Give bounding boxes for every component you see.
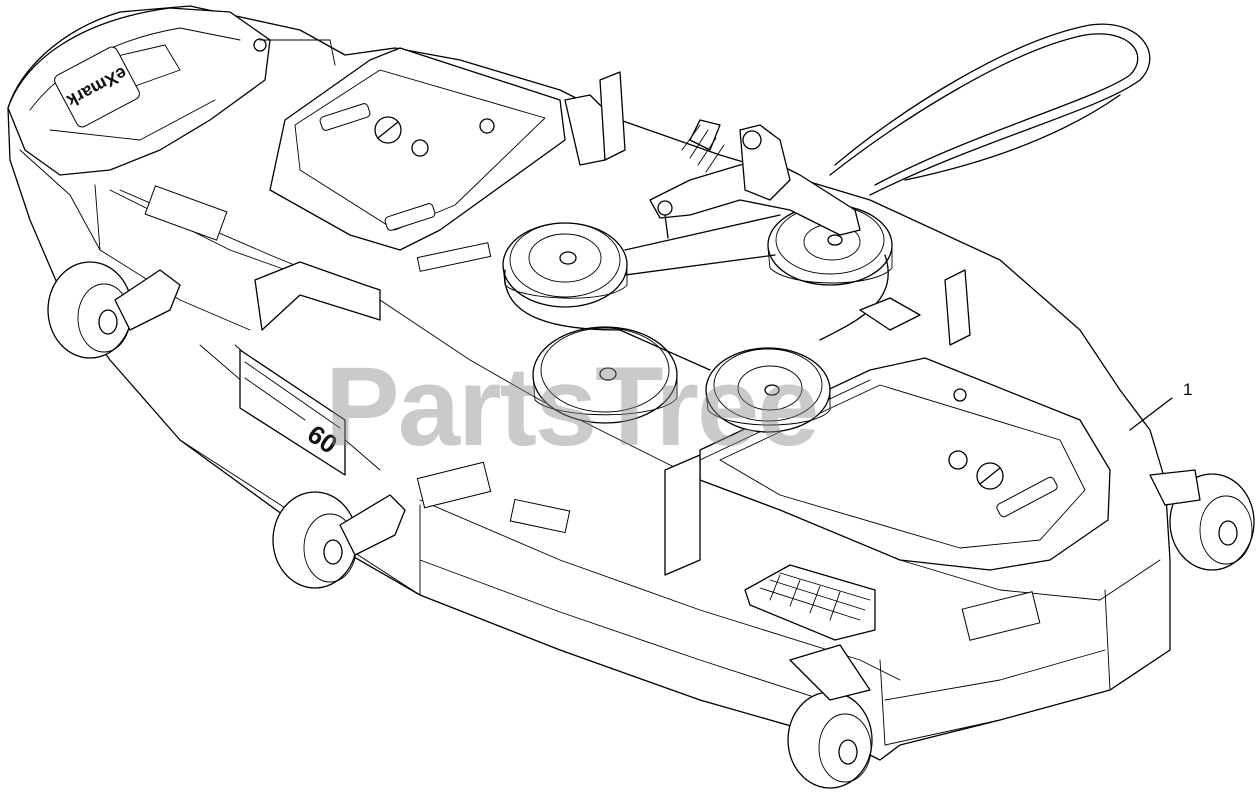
caster-wheel-right-front [787,644,873,789]
left-spindle-cover: eXmark [7,7,336,251]
grease-grid-decal [744,564,876,641]
drive-belt [829,23,1151,196]
callout-leader-line [1129,397,1173,431]
pulley-right-front [705,347,831,433]
pulley-center [532,326,678,424]
watermark-text: PartsTree [325,344,818,469]
callout-label: 1 [1183,380,1192,399]
callout-1: 1 [1129,380,1192,431]
center-spindle-cover [269,47,566,251]
caster-wheel-right-rear [1149,469,1255,571]
baffle-brackets [254,71,971,576]
caster-wheel-left-front [272,491,406,589]
idler-arm-assembly [649,119,861,239]
caster-wheel-left-rear [47,261,181,359]
safety-decals [144,185,1041,641]
pulley-left-rear [502,222,628,308]
